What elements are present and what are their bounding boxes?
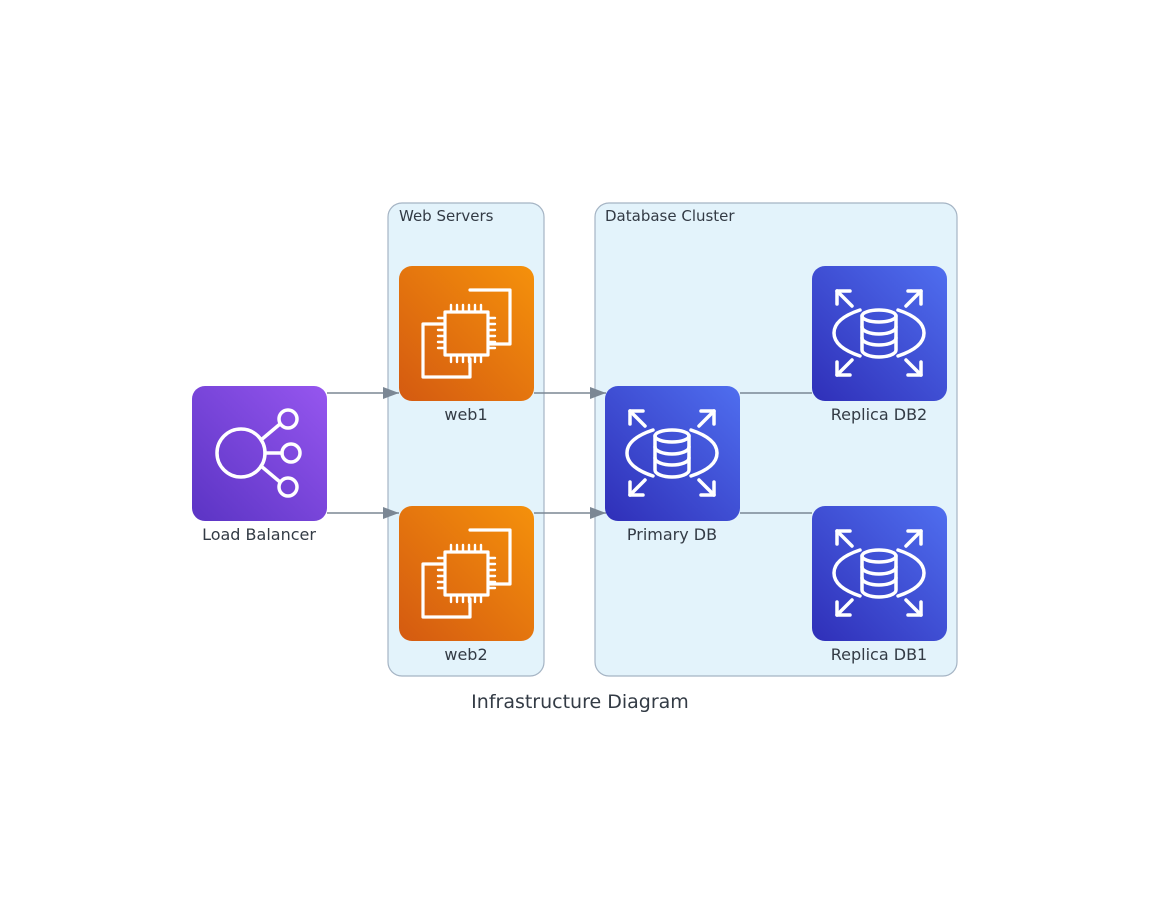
node-replica-db2-label: Replica DB2: [831, 405, 927, 424]
node-replica-db1[interactable]: [812, 506, 947, 641]
node-web1[interactable]: [399, 266, 534, 401]
node-web2-label: web2: [444, 645, 487, 664]
node-primary-db[interactable]: [605, 386, 740, 521]
node-replica-db1-label: Replica DB1: [831, 645, 927, 664]
cluster-web-servers-label: Web Servers: [399, 207, 494, 225]
node-web2[interactable]: [399, 506, 534, 641]
node-load-balancer-label: Load Balancer: [202, 525, 316, 544]
cluster-database-label: Database Cluster: [605, 207, 735, 225]
node-load-balancer[interactable]: [192, 386, 327, 521]
edges: [327, 387, 812, 519]
diagram-title: Infrastructure Diagram: [471, 691, 689, 713]
node-primary-db-label: Primary DB: [627, 525, 717, 544]
node-web1-label: web1: [444, 405, 487, 424]
node-replica-db2[interactable]: [812, 266, 947, 401]
